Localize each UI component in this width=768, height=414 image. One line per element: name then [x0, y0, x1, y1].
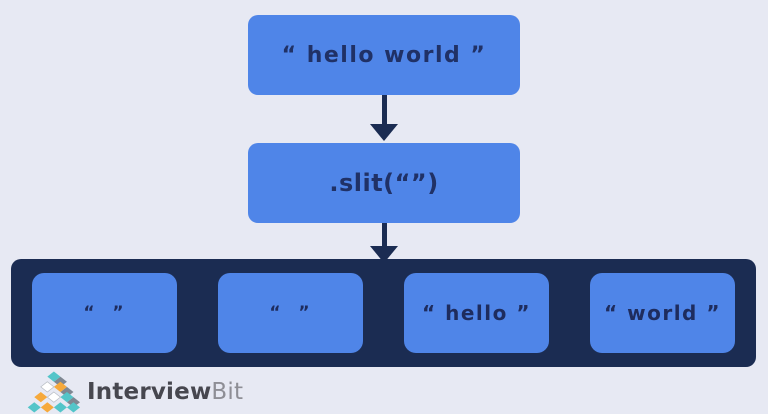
logo-text-secondary: Bit: [211, 378, 244, 405]
arrow-stem: [381, 95, 387, 124]
arrow-head: [370, 246, 398, 263]
result-item-box: “ ”: [32, 273, 177, 353]
input-string-label: “ hello world ”: [281, 42, 487, 68]
split-operation-box: .slit(“”): [248, 143, 520, 223]
input-string-box: “ hello world ”: [248, 15, 520, 95]
arrow-stem: [381, 223, 387, 246]
result-array-container: “ ” “ ” “ hello ” “ world ”: [11, 259, 756, 367]
result-item-box: “ hello ”: [404, 273, 549, 353]
result-item-label: “ ”: [83, 303, 126, 323]
result-item-label: “ ”: [269, 303, 312, 323]
split-operation-label: .slit(“”): [329, 169, 439, 197]
arrow-down-icon: [370, 223, 398, 263]
interviewbit-logo: InterviewBit: [24, 371, 243, 413]
result-item-box: “ ”: [218, 273, 363, 353]
interviewbit-logo-icon: [27, 371, 80, 413]
interviewbit-logo-text: InterviewBit: [87, 378, 244, 405]
result-item-label: “ hello ”: [422, 301, 531, 325]
result-item-box: “ world ”: [590, 273, 735, 353]
arrow-down-icon: [370, 95, 398, 141]
arrow-head: [370, 124, 398, 141]
logo-text-primary: Interview: [87, 378, 212, 405]
result-item-label: “ world ”: [604, 301, 721, 325]
